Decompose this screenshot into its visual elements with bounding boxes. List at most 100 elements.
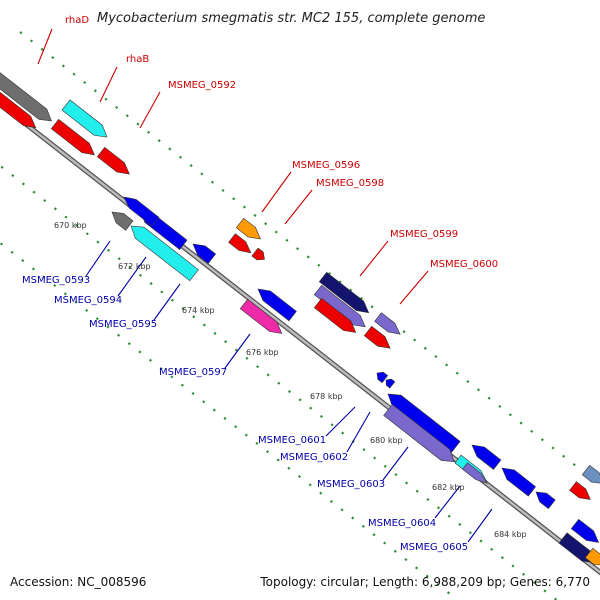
gene-cds-msmeg-0592 bbox=[96, 146, 130, 175]
tick-dot bbox=[309, 406, 313, 410]
tick-dot bbox=[383, 541, 387, 545]
tick-dot bbox=[522, 572, 526, 576]
kbp-label: 672 kbp bbox=[118, 262, 151, 271]
tick-dot bbox=[106, 325, 110, 329]
gene-label-rhaB: rhaB bbox=[126, 54, 149, 65]
leader-line bbox=[284, 189, 313, 225]
gene-label-msmeg-0593: MSMEG_0593 bbox=[22, 275, 90, 286]
tick-dot bbox=[308, 483, 312, 487]
tick-dot bbox=[245, 356, 249, 360]
tick-dot bbox=[423, 346, 427, 350]
tick-dot bbox=[476, 388, 481, 392]
tick-dot bbox=[455, 371, 459, 375]
tick-dot bbox=[244, 433, 248, 437]
tick-dot bbox=[373, 456, 377, 460]
tick-dot bbox=[75, 223, 79, 227]
tick-dot bbox=[498, 404, 502, 408]
accession-text: Accession: NC_008596 bbox=[10, 575, 146, 589]
tick-dot bbox=[242, 205, 246, 209]
tick-dot bbox=[40, 47, 44, 51]
gene-cds-msmeg-0599 bbox=[313, 297, 357, 333]
tick-dot bbox=[317, 263, 321, 267]
gene-label-msmeg-0601: MSMEG_0601 bbox=[258, 435, 326, 446]
gene-edge-steel bbox=[581, 464, 600, 484]
tick-dot bbox=[107, 248, 111, 252]
tick-dot bbox=[127, 342, 131, 346]
tick-dot bbox=[170, 298, 174, 302]
kbp-label: 684 kbp bbox=[494, 530, 527, 539]
tick-dot bbox=[72, 72, 76, 76]
tick-dot bbox=[543, 589, 547, 593]
tick-dot bbox=[138, 350, 142, 354]
tick-dot bbox=[117, 333, 121, 337]
tick-dot bbox=[96, 240, 100, 244]
gene-msmeg-0602 bbox=[385, 378, 396, 389]
tick-dot bbox=[445, 363, 449, 367]
tick-dot bbox=[361, 524, 365, 528]
tick-dot bbox=[223, 416, 227, 420]
gene-msmeg-0605 bbox=[501, 467, 537, 497]
gene-features-layer bbox=[0, 72, 600, 566]
forward-gene-labels: rhaD rhaB MSMEG_0592 MSMEG_0596 MSMEG_05… bbox=[65, 15, 498, 270]
tick-dot bbox=[221, 188, 225, 193]
tick-dot bbox=[117, 257, 121, 261]
leader-line bbox=[224, 333, 251, 369]
tick-dot bbox=[551, 446, 555, 450]
tick-dot bbox=[306, 255, 310, 259]
tick-dot bbox=[202, 400, 206, 404]
gene-cds-msmeg-0596 bbox=[228, 233, 252, 254]
gene-msmeg-0597 bbox=[239, 298, 283, 334]
gene-edge-red bbox=[569, 481, 591, 500]
leader-line bbox=[37, 28, 53, 65]
leader-line bbox=[359, 240, 389, 277]
tick-dot bbox=[93, 89, 97, 93]
gene-cds-msmeg-0600 bbox=[363, 325, 391, 349]
tick-dot bbox=[447, 514, 451, 518]
leader-line bbox=[346, 411, 371, 453]
map-title: Mycobacterium smegmatis str. MC2 155, co… bbox=[97, 11, 485, 26]
leader-line bbox=[139, 91, 161, 129]
gene-msmeg-0595 bbox=[192, 243, 217, 264]
tick-dot bbox=[11, 174, 15, 178]
tick-dot bbox=[393, 549, 397, 553]
gene-msmeg-0600 bbox=[374, 312, 401, 335]
tick-dot bbox=[468, 531, 472, 535]
tick-dot bbox=[74, 300, 78, 304]
tick-dot bbox=[425, 574, 429, 578]
gene-edge-blue bbox=[570, 518, 600, 543]
tick-dot bbox=[338, 280, 342, 284]
tick-dots-layer bbox=[0, 31, 598, 600]
tick-dot bbox=[436, 506, 441, 510]
tick-dot bbox=[319, 414, 323, 419]
tick-dot bbox=[232, 197, 236, 201]
tick-dot bbox=[180, 383, 184, 387]
tick-dot bbox=[192, 315, 196, 319]
leader-line bbox=[467, 508, 493, 543]
gene-edge-navy bbox=[558, 532, 595, 563]
tick-dot bbox=[500, 556, 504, 560]
tick-dot bbox=[405, 481, 409, 485]
genome-backbone bbox=[0, 100, 600, 576]
tick-dot bbox=[53, 207, 57, 211]
tick-dot bbox=[19, 31, 23, 35]
gene-msmeg-0593-upper bbox=[123, 196, 160, 227]
tick-dot bbox=[160, 290, 164, 294]
gene-label-msmeg-0600: MSMEG_0600 bbox=[430, 259, 498, 270]
gene-label-msmeg-0594: MSMEG_0594 bbox=[54, 295, 122, 306]
gene-msmeg-0601 bbox=[376, 371, 389, 384]
tick-dot bbox=[341, 431, 345, 435]
tick-dot bbox=[138, 273, 143, 277]
tick-dot bbox=[285, 238, 289, 242]
tick-dot bbox=[458, 522, 462, 526]
tick-dot bbox=[540, 438, 544, 442]
tick-dot bbox=[436, 582, 440, 587]
tick-dot bbox=[149, 282, 153, 286]
tick-dot bbox=[212, 408, 216, 412]
tick-dot bbox=[487, 396, 491, 400]
leader-line bbox=[117, 256, 147, 297]
tick-dot bbox=[329, 499, 333, 504]
tick-dot bbox=[340, 508, 344, 512]
tick-dot bbox=[370, 305, 374, 309]
tick-dot bbox=[372, 533, 376, 537]
tick-dot bbox=[519, 421, 523, 425]
